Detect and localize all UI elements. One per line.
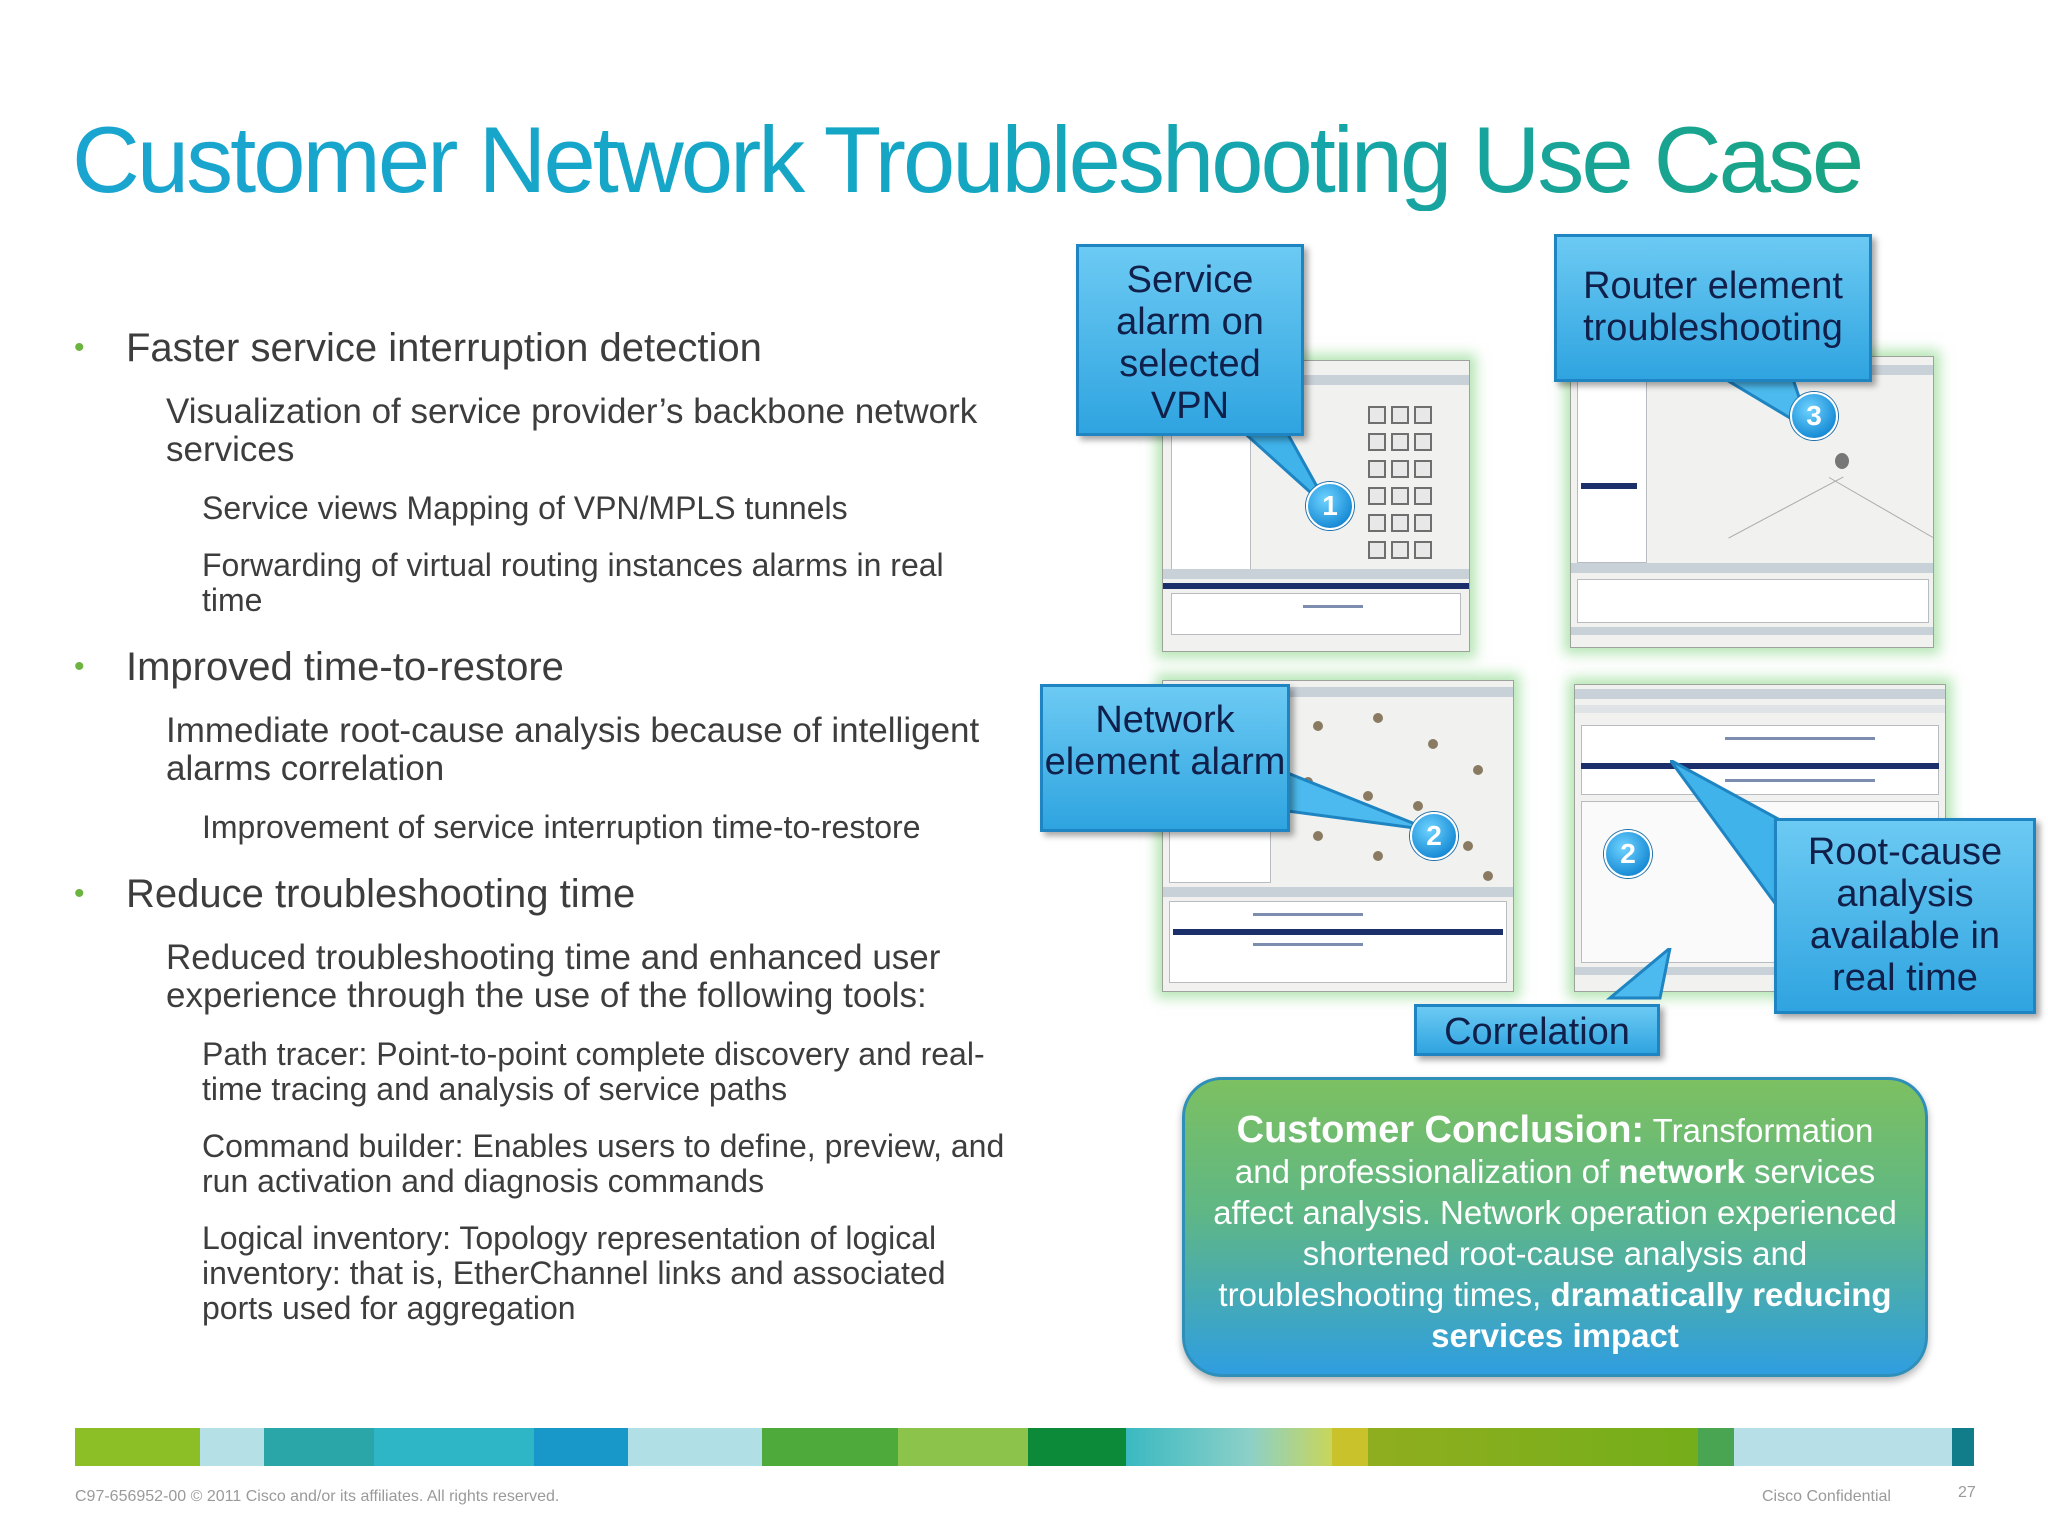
bullet-level1: • Faster service interruption detection <box>72 325 1012 371</box>
stripe-segment <box>75 1428 200 1466</box>
callout-router-troubleshooting: Router element troubleshooting <box>1554 234 1872 382</box>
callout-correlation-text: Correlation <box>1444 1011 1630 1053</box>
bullet-level3: Forwarding of virtual routing instances … <box>202 547 944 618</box>
bullet-text: Faster service interruption detection <box>126 326 762 370</box>
stripe-segment <box>1126 1428 1332 1466</box>
footer-confidential: Cisco Confidential <box>1762 1488 1891 1505</box>
callout-tail-network <box>1280 770 1431 832</box>
stripe-segment <box>1734 1428 1952 1466</box>
bullet-dot-icon: • <box>74 331 85 364</box>
bullet-level3: Path tracer: Point-to-point complete dis… <box>202 1036 985 1107</box>
stripe-segment <box>264 1428 374 1466</box>
stripe-segment <box>534 1428 628 1466</box>
bullet-level2: Reduced troubleshooting time and enhance… <box>166 938 941 1015</box>
conclusion-text: services affect analysis. Network operat… <box>1213 1153 1897 1313</box>
conclusion-bold-network: network <box>1618 1153 1745 1190</box>
bullet-level1: • Improved time-to-restore <box>72 644 1012 690</box>
footer-copyright: C97-656952-00 © 2011 Cisco and/or its af… <box>75 1488 560 1505</box>
screenshot-router-element <box>1570 356 1934 648</box>
callout-network-text: Network element alarm <box>1044 699 1286 783</box>
bullet-list: • Faster service interruption detection V… <box>72 325 1012 1348</box>
callout-service-alarm-text: Service alarm on selected VPN <box>1116 259 1264 427</box>
step-badge-2-right: 2 <box>1604 830 1652 878</box>
bullet-level2: Visualization of service provider’s back… <box>166 392 978 469</box>
bullet-level2: Immediate root-cause analysis because of… <box>166 711 980 788</box>
bullet-dot-icon: • <box>74 877 85 910</box>
stripe-segment <box>762 1428 898 1466</box>
bullet-level1: • Reduce troubleshooting time <box>72 871 1012 917</box>
conclusion-text: Transformation and professionalization o… <box>1234 1112 1874 1190</box>
bullet-dot-icon: • <box>74 650 85 683</box>
callout-tail-correlation <box>1605 948 1672 1000</box>
bullet-level3: Command builder: Enables users to define… <box>202 1128 1005 1199</box>
screenshot-service-view <box>1162 360 1470 652</box>
callout-network-element-alarm: Network element alarm <box>1040 684 1290 832</box>
bullet-text: Improved time-to-restore <box>126 645 564 689</box>
callout-tail-rootcause <box>1670 760 1782 915</box>
bullet-text: Reduce troubleshooting time <box>126 872 636 916</box>
customer-conclusion-box: Customer Conclusion: Transformation and … <box>1182 1077 1928 1377</box>
conclusion-heading: Customer Conclusion: <box>1236 1109 1645 1151</box>
callout-service-alarm: Service alarm on selected VPN <box>1076 244 1304 436</box>
stripe-segment <box>1028 1428 1126 1466</box>
stripe-segment <box>1698 1428 1734 1466</box>
callout-root-cause: Root-cause analysis available in real ti… <box>1774 818 2036 1014</box>
step-badge-3: 3 <box>1790 392 1838 440</box>
bullet-level3: Service views Mapping of VPN/MPLS tunnel… <box>202 490 848 526</box>
callout-router-text: Router element troubleshooting <box>1583 265 1843 349</box>
step-badge-1: 1 <box>1306 482 1354 530</box>
bullet-level3: Improvement of service interruption time… <box>202 809 921 845</box>
stripe-segment <box>628 1428 762 1466</box>
bullet-level3: Logical inventory: Topology representati… <box>202 1220 946 1326</box>
step-badge-2-left: 2 <box>1410 812 1458 860</box>
stripe-segment <box>1332 1428 1368 1466</box>
callout-tail-service <box>1230 420 1332 512</box>
stripe-segment <box>200 1428 264 1466</box>
callout-root-cause-text: Root-cause analysis available in real ti… <box>1807 831 2003 999</box>
conclusion-bold-impact: dramatically reducing services impact <box>1431 1276 1892 1354</box>
slide-title: Customer Network Troubleshooting Use Cas… <box>72 108 1972 212</box>
stripe-segment <box>1368 1428 1698 1466</box>
stripe-segment <box>898 1428 1028 1466</box>
stripe-segment <box>1952 1428 1974 1466</box>
page-number: 27 <box>1958 1484 1976 1501</box>
callout-correlation: Correlation <box>1414 1004 1660 1056</box>
stripe-segment <box>374 1428 534 1466</box>
